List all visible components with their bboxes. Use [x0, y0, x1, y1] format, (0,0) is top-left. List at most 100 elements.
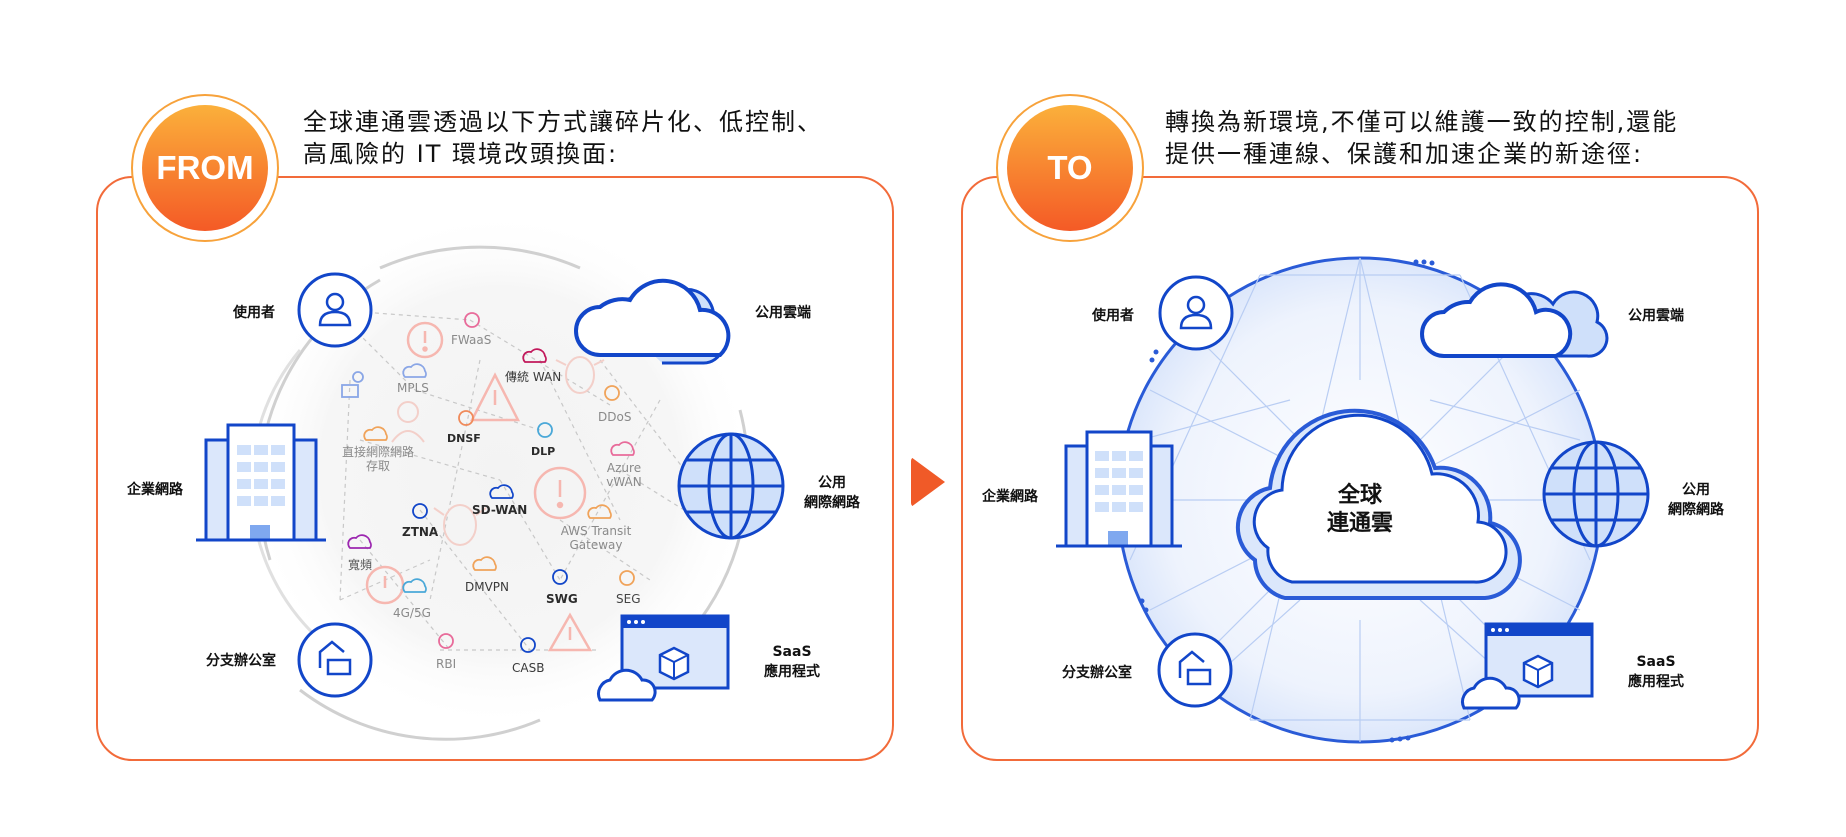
from-globe-icon — [677, 432, 785, 540]
gear-icon — [438, 633, 454, 649]
svc-traditional-wan: 傳統 WAN — [505, 370, 562, 384]
to-badge: TO — [996, 94, 1144, 242]
from-bug-icons — [391, 356, 605, 546]
to-dot-accents — [1139, 259, 1435, 743]
svc-dmvpn: DMVPN — [465, 580, 510, 594]
gear-icon — [619, 570, 635, 586]
gear-icon — [458, 410, 474, 426]
to-heading-line2: 提供一種連線、保護和加速企業的新途徑: — [1165, 140, 1644, 168]
svc-broadband: 寬頻 — [348, 558, 373, 572]
user-icon — [1179, 295, 1213, 330]
to-globe-icon — [1542, 440, 1650, 548]
svc-mpls: MPLS — [397, 381, 429, 395]
from-branch-node — [297, 622, 373, 698]
from-heading-line1: 全球連通雲透過以下方式讓碎片化、低控制、 — [303, 108, 823, 136]
to-public-cloud-node — [1420, 282, 1609, 358]
to-label-user: 使用者 — [1092, 308, 1134, 324]
gear-icon — [464, 312, 480, 328]
gear-icon — [412, 503, 428, 519]
to-label-internet-line1: 公用 — [1682, 482, 1710, 498]
cloud-icon — [522, 348, 547, 363]
to-label-enterprise: 企業網路 — [982, 489, 1038, 505]
from-heading-line2: 高風險的 IT 環境改頭換面: — [303, 140, 619, 168]
to-branch-node — [1157, 632, 1233, 708]
gear-icon — [537, 422, 553, 438]
to-label-internet: 公用 網際網路 — [1668, 480, 1724, 520]
cloud-icon — [402, 363, 427, 378]
home-icon — [318, 640, 352, 676]
svc-fwaas: FWaaS — [451, 333, 492, 347]
svc-aws: AWS Transit Gateway — [556, 524, 636, 552]
cloud-icon — [1461, 676, 1521, 710]
home-icon — [1178, 650, 1212, 686]
center-label-line1: 全球 — [1337, 483, 1382, 508]
from-panel — [96, 176, 894, 761]
center-label-line2: 連通雲 — [1326, 511, 1393, 536]
from-service-icons — [341, 312, 635, 653]
svc-4g5g: 4G/5G — [393, 606, 431, 620]
gear-icon — [352, 371, 364, 383]
to-label-saas: SaaS 應用程式 — [1626, 652, 1686, 692]
svc-direct-internet-line2: 存取 — [365, 459, 390, 473]
from-label-branch: 分支辦公室 — [206, 653, 276, 669]
to-badge-label: TO — [1007, 105, 1133, 231]
to-label-public-cloud: 公用雲端 — [1628, 308, 1684, 324]
to-heading-line1: 轉換為新環境,不僅可以維護一致的控制,還能 — [1165, 108, 1679, 136]
cloud-icon — [610, 441, 635, 456]
from-badge-label: FROM — [142, 105, 268, 231]
from-user-node — [297, 272, 373, 348]
svc-aws-line1: AWS Transit — [560, 524, 632, 538]
cloud-icon — [587, 504, 612, 519]
svc-dlp: DLP — [531, 445, 556, 458]
gear-icon — [552, 569, 568, 585]
to-central-cloud-icon — [1235, 408, 1522, 600]
from-label-public-cloud: 公用雲端 — [755, 305, 811, 321]
cloud-icon — [347, 534, 372, 549]
from-label-saas-line1: SaaS — [772, 644, 812, 660]
to-heading: 轉換為新環境,不僅可以維護一致的控制,還能 提供一種連線、保護和加速企業的新途徑… — [1165, 106, 1765, 170]
to-building-node — [1056, 430, 1182, 548]
cloud-icon — [597, 668, 657, 702]
svc-ztna: ZTNA — [402, 525, 439, 539]
svc-azure: Azure vWAN — [602, 461, 646, 489]
svc-dnsf: DNSF — [447, 432, 481, 445]
to-saas-node — [1461, 622, 1594, 710]
svc-rbi: RBI — [436, 657, 457, 671]
svc-casb: CASB — [512, 661, 545, 675]
from-label-saas: SaaS 應用程式 — [762, 642, 822, 682]
transition-arrow-icon — [911, 457, 945, 507]
svc-azure-line2: vWAN — [606, 475, 642, 489]
svc-sdwan: SD-WAN — [472, 503, 528, 517]
from-label-internet: 公用 網際網路 — [804, 473, 860, 513]
from-label-user: 使用者 — [233, 305, 275, 321]
from-label-internet-line2: 網際網路 — [804, 495, 860, 511]
svc-ddos: DDoS — [598, 410, 632, 424]
global-connectivity-cloud-label: 全球 連通雲 — [1300, 482, 1420, 538]
svc-seg: SEG — [616, 592, 641, 606]
from-public-cloud-node — [574, 278, 731, 365]
from-label-saas-line2: 應用程式 — [764, 664, 820, 680]
firewall-icon — [341, 384, 359, 398]
from-label-enterprise: 企業網路 — [127, 482, 183, 498]
svc-aws-line2: Gateway — [569, 538, 623, 552]
svc-direct-internet: 直接網際網路 存取 — [338, 445, 418, 473]
gear-icon — [520, 637, 536, 653]
from-heading: 全球連通雲透過以下方式讓碎片化、低控制、 高風險的 IT 環境改頭換面: — [303, 106, 883, 170]
svc-direct-internet-line1: 直接網際網路 — [341, 445, 414, 459]
to-label-branch: 分支辦公室 — [1062, 665, 1132, 681]
cloud-icon — [472, 556, 497, 571]
to-panel — [961, 176, 1759, 761]
to-label-saas-line2: 應用程式 — [1628, 674, 1684, 690]
cloud-icon — [402, 578, 427, 593]
cloud-icon — [489, 484, 514, 499]
user-icon — [318, 292, 352, 327]
from-saas-node — [597, 614, 730, 702]
to-label-internet-line2: 網際網路 — [1668, 502, 1724, 518]
cloud-icon — [1420, 282, 1573, 358]
from-label-internet-line1: 公用 — [818, 475, 846, 491]
cloud-icon — [363, 426, 388, 441]
to-label-saas-line1: SaaS — [1636, 654, 1676, 670]
from-building-node — [196, 423, 326, 542]
